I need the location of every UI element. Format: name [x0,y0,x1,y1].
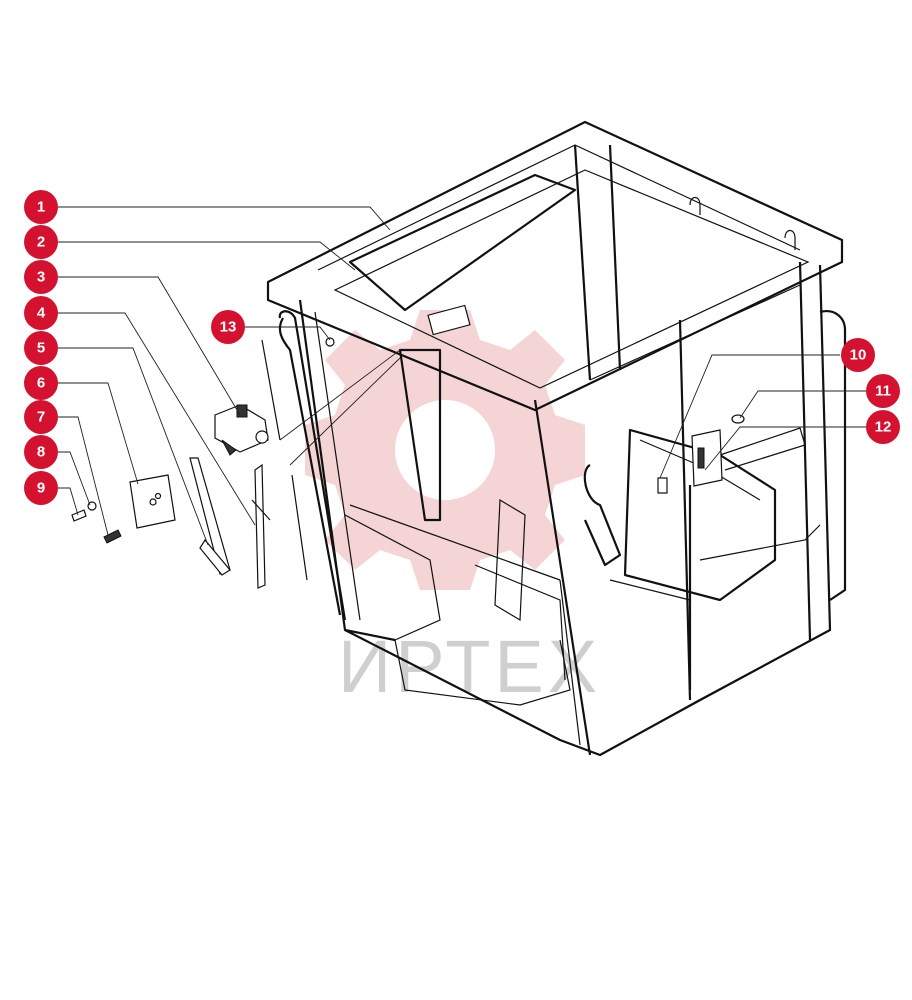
knob-part [731,414,745,424]
wiper-motor-part [214,404,269,456]
leader-1 [58,206,391,231]
leader-10 [659,354,840,479]
callout-label: 9 [37,480,45,497]
callout-label: 2 [37,234,45,251]
callout-label: 3 [37,269,45,286]
leader-9 [58,487,79,516]
wiper-blade-part [251,463,271,589]
callout-1: 1 [24,190,58,224]
watermark: ИРТЕХ [305,310,601,708]
stud-part [103,529,122,544]
callout-4: 4 [24,296,58,330]
callout-label: 5 [37,340,45,357]
wiper-arm-part [189,457,231,576]
leader-2 [58,241,356,271]
callout-8: 8 [24,435,58,469]
callout-label: 8 [37,444,45,461]
watermark-gear-logo [305,310,585,590]
callout-label: 7 [37,409,45,426]
callout-label: 4 [37,305,46,322]
callout-label: 13 [220,319,237,336]
callout-11: 11 [866,374,900,408]
callout-10: 10 [841,338,875,372]
leader-13 [245,326,331,341]
leader-11 [739,390,866,419]
callout-label: 11 [875,383,891,400]
callouts: 1 2 3 4 5 6 7 8 9 10 11 12 13 [24,190,900,505]
leader-7 [58,416,109,536]
leader-4b [289,357,401,466]
watermark-text: ИРТЕХ [338,625,601,708]
bolt-part [71,509,87,522]
callout-label: 12 [875,419,892,436]
leader-3b [279,349,401,441]
leader-3 [58,276,241,416]
callout-label: 10 [850,347,867,364]
leader-6 [58,382,139,485]
callout-label: 1 [37,199,45,216]
callout-12: 12 [866,410,900,444]
control-box-part [691,429,723,487]
callout-6: 6 [24,366,58,400]
cab-frame [266,120,847,757]
leader-8 [58,451,91,506]
callout-label: 6 [37,375,45,392]
switch-part [657,477,668,494]
leader-lines [58,206,866,546]
leader-4 [58,312,256,526]
callout-3: 3 [24,260,58,294]
small-pin-part [325,337,335,347]
callout-9: 9 [24,471,58,505]
callout-13: 13 [211,310,245,344]
callout-5: 5 [24,331,58,365]
leader-12 [704,426,866,471]
leader-5 [58,347,209,546]
mounting-plate-part [129,474,176,529]
callout-7: 7 [24,400,58,434]
callout-2: 2 [24,225,58,259]
